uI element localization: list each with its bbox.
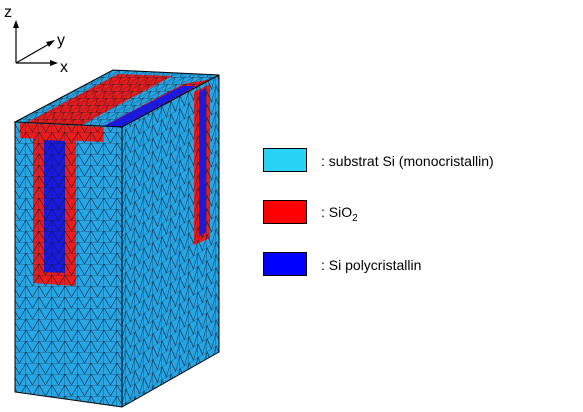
legend-label-substrate: : substrat Si (monocristallin) bbox=[321, 153, 494, 169]
legend-label-sio2-main: : SiO bbox=[321, 204, 353, 220]
x-arrow-icon bbox=[50, 60, 58, 66]
z-arrow-icon bbox=[13, 20, 19, 28]
legend-label-poly: : Si polycristallin bbox=[321, 257, 422, 273]
legend-label-sio2: : SiO2 bbox=[321, 204, 358, 224]
side-trench-poly bbox=[199, 88, 206, 237]
legend-swatch-substrate bbox=[263, 148, 307, 172]
legend-swatch-poly bbox=[263, 252, 307, 276]
y-axis bbox=[15, 43, 50, 64]
legend-swatch-sio2 bbox=[263, 200, 307, 224]
y-axis-label: y bbox=[57, 32, 65, 49]
top-poly-strip bbox=[100, 86, 196, 130]
x-axis-label: x bbox=[60, 59, 68, 76]
axes-triad: z y x bbox=[4, 4, 68, 76]
z-axis-label: z bbox=[4, 4, 12, 21]
block-outline bbox=[13, 69, 220, 408]
y-arrow-icon bbox=[46, 40, 55, 47]
legend-label-sio2-subscript: 2 bbox=[352, 212, 358, 224]
device-block bbox=[13, 69, 220, 408]
